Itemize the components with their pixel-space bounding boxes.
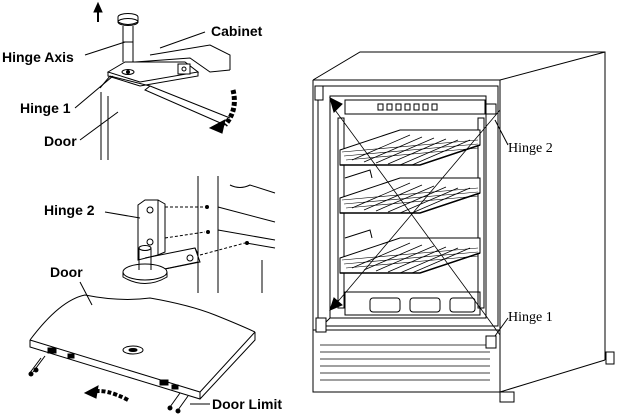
door-label-bottom: Door	[50, 264, 83, 280]
hinge-1-plate	[106, 61, 200, 87]
hinge-2-bracket	[137, 199, 201, 273]
hinge-2-base	[122, 245, 168, 284]
wire-shelf-3	[339, 229, 481, 274]
cabinet-label: Cabinet	[211, 23, 263, 39]
up-arrow-icon	[93, 1, 103, 22]
hinge-2-label: Hinge 2	[44, 202, 95, 218]
door-label-top: Door	[44, 133, 77, 149]
cabinet-hinge-1-label: Hinge 1	[508, 310, 553, 325]
hinge-1-label: Hinge 1	[20, 100, 71, 116]
wire-shelf-2	[339, 169, 481, 214]
door-limit-label: Door Limit	[212, 396, 282, 412]
control-buttons	[377, 103, 438, 111]
bottom-door-detail	[28, 281, 256, 414]
top-hinge-detail	[74, 1, 237, 160]
middle-hinge-detail	[104, 176, 276, 293]
rotate-arrow-icon	[83, 385, 129, 402]
screw-icon	[28, 355, 46, 377]
hinge-axis-pin	[117, 13, 139, 62]
cabinet-hinge-2-label: Hinge 2	[508, 141, 553, 156]
rotate-arrow-icon	[208, 89, 237, 134]
hinge-axis-label: Hinge Axis	[2, 49, 74, 65]
vent-grille	[320, 344, 490, 381]
wire-shelf-1	[339, 129, 481, 166]
wine-cabinet	[312, 51, 615, 403]
door-limit-screw-icon	[167, 392, 189, 414]
